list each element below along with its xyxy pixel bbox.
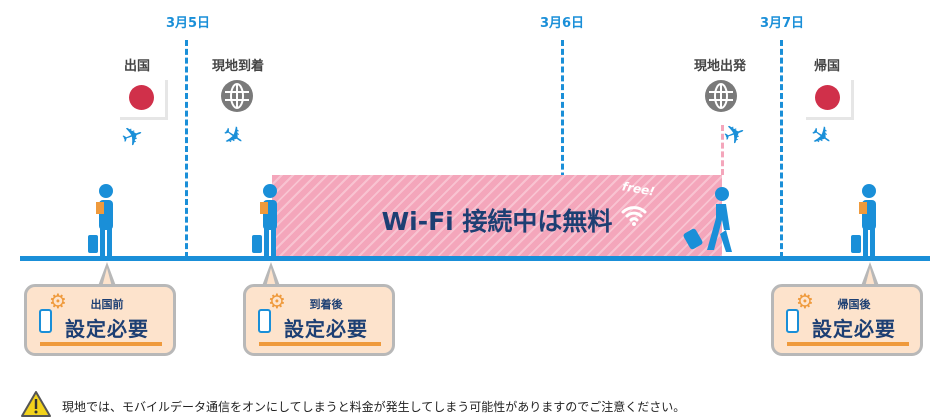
- callout-action: 設定必要: [284, 317, 368, 341]
- gear-icon: ⚙: [268, 289, 286, 313]
- callout-before-departure: ⚙ 出国前 設定必要: [24, 284, 176, 356]
- gear-icon: ⚙: [796, 289, 814, 313]
- underline: [787, 342, 909, 346]
- wifi-icon: [621, 206, 647, 226]
- walking-traveler-icon: [683, 187, 732, 252]
- plane-landing-icon: ✈: [215, 118, 251, 156]
- plane-takeoff-icon: ✈: [719, 117, 751, 153]
- day-divider: [561, 40, 564, 258]
- day-divider: [185, 40, 188, 258]
- date-label: 3月7日: [759, 16, 805, 31]
- free-wifi-text: Wi-Fi 接続中は無料: [381, 207, 613, 236]
- callout-pointer: [861, 262, 879, 287]
- pink-divider: [721, 125, 724, 175]
- japan-flag-icon: [117, 77, 165, 117]
- timeline: [20, 256, 930, 261]
- event-arrival: 現地到着: [211, 59, 265, 74]
- callout-after-return: ⚙ 帰国後 設定必要: [771, 284, 923, 356]
- date-label: 3月5日: [165, 16, 211, 31]
- callout-action: 設定必要: [812, 317, 896, 341]
- traveler-icon: [88, 184, 113, 257]
- underline: [259, 342, 381, 346]
- globe-icon: [705, 80, 737, 112]
- japan-flag-icon: [803, 77, 851, 117]
- date-label: 3月6日: [539, 16, 585, 31]
- event-departure: 出国: [123, 59, 151, 74]
- underline: [40, 342, 162, 346]
- smartphone-icon: [39, 309, 52, 333]
- callout-pointer: [98, 262, 116, 287]
- warning-text: 現地では、モバイルデータ通信をオンにしてしまうと料金が発生してしまう可能性があり…: [62, 400, 686, 414]
- callout-timing: 到着後: [309, 298, 343, 311]
- gear-icon: ⚙: [49, 289, 67, 313]
- callout-pointer: [262, 262, 280, 287]
- callout-timing: 帰国後: [837, 298, 871, 311]
- globe-icon: [221, 80, 253, 112]
- warning-icon: [21, 391, 51, 417]
- traveler-icon: [851, 184, 876, 257]
- callout-timing: 出国前: [90, 298, 124, 311]
- free-wifi-zone: [272, 175, 722, 256]
- traveler-icon: [252, 184, 277, 257]
- smartphone-icon: [258, 309, 271, 333]
- event-local-departure: 現地出発: [693, 59, 747, 74]
- plane-takeoff-icon: ✈: [117, 119, 149, 155]
- day-divider: [780, 40, 783, 258]
- callout-after-arrival: ⚙ 到着後 設定必要: [243, 284, 395, 356]
- event-return: 帰国: [813, 59, 841, 74]
- plane-landing-icon: ✈: [803, 118, 839, 156]
- smartphone-icon: [786, 309, 799, 333]
- callout-action: 設定必要: [65, 317, 149, 341]
